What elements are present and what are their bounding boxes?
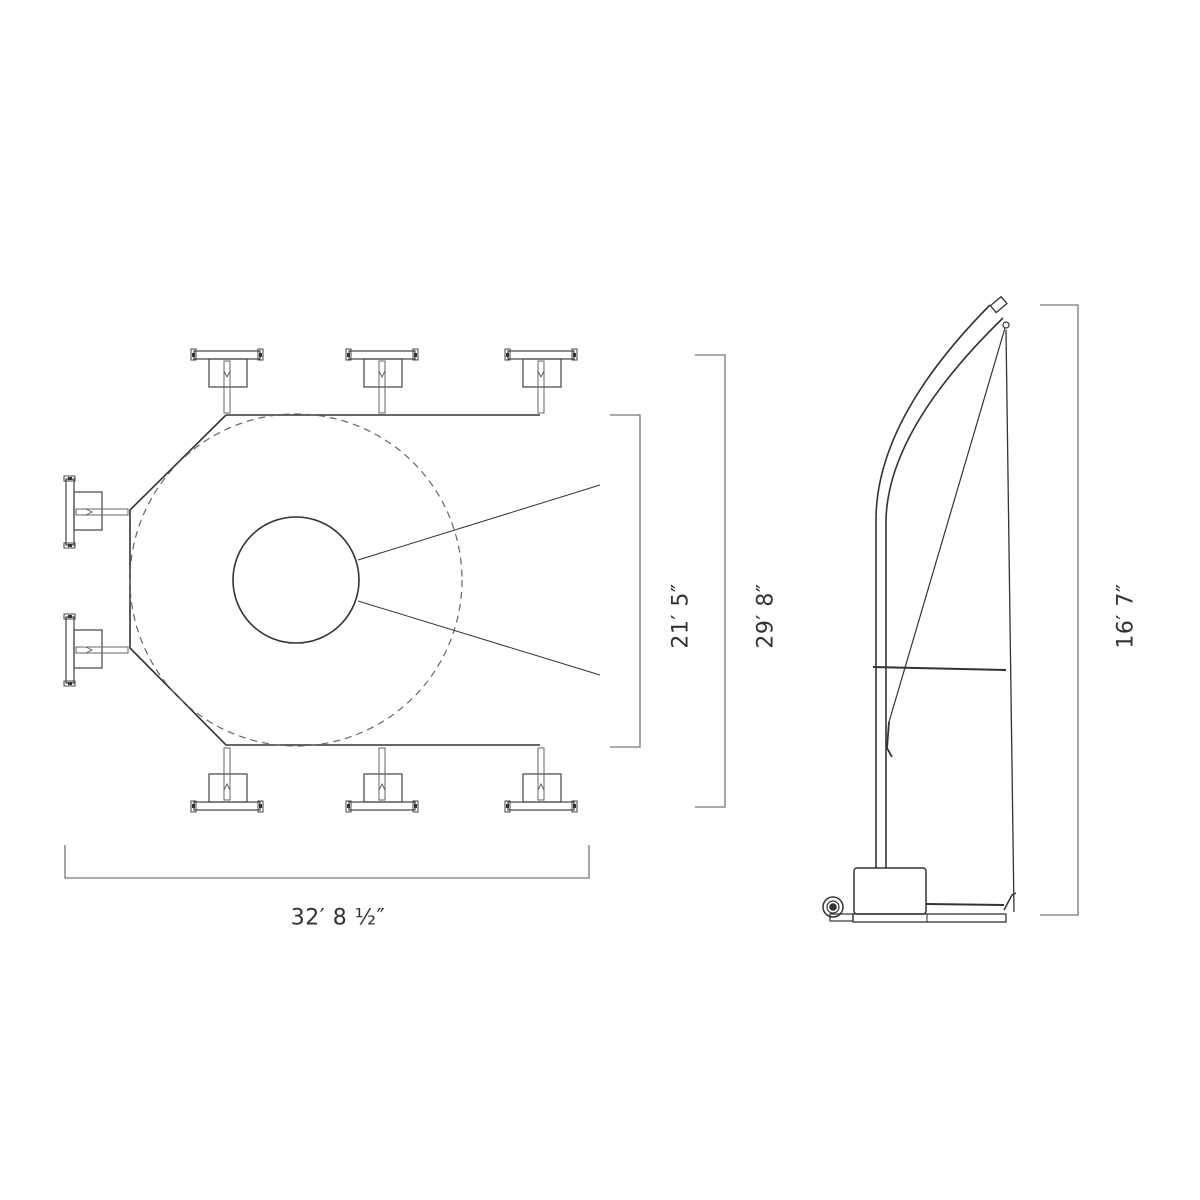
sight-line-lower	[357, 600, 601, 676]
sight-line-upper	[357, 484, 601, 561]
footprint-circle	[129, 413, 463, 747]
fixture-bottom-3	[504, 747, 578, 813]
side-elevation	[822, 295, 1017, 923]
wheel	[822, 896, 844, 918]
dim-overall-depth	[695, 354, 726, 808]
center-disc	[232, 516, 360, 644]
fixture-bottom-1	[190, 747, 264, 813]
fixture-left-1	[63, 475, 129, 549]
frame-outline	[129, 414, 540, 746]
cable-vertical	[1005, 329, 1015, 913]
dim-height	[1040, 304, 1079, 916]
base-block	[853, 867, 927, 915]
cable-diagonal	[888, 327, 1006, 723]
fixture-top-1	[190, 348, 264, 414]
pulley	[1002, 321, 1010, 329]
rear-latch	[1003, 892, 1017, 911]
wheel-mount	[829, 913, 854, 922]
plan-view	[129, 413, 601, 747]
fixture-left-2	[63, 613, 129, 687]
label-height: 16′ 7″	[1113, 583, 1139, 649]
label-overall-width: 32′ 8 ½″	[290, 905, 386, 931]
fixture-top-3	[504, 348, 578, 414]
dimension-lines-plan	[64, 354, 726, 879]
tie-horizontal	[872, 666, 1007, 671]
fixture-bottom-2	[345, 747, 419, 813]
arm-outer	[875, 304, 991, 868]
arm-cap	[989, 295, 1008, 314]
arm-inner	[885, 317, 1004, 868]
label-inner-depth: 21′ 5″	[668, 583, 694, 649]
dim-inner-depth	[610, 414, 641, 748]
cable-hook	[886, 721, 893, 758]
base-plate	[852, 913, 1007, 923]
fixture-top-2	[345, 348, 419, 414]
label-overall-depth: 29′ 8″	[753, 583, 779, 649]
base-rail	[925, 903, 1005, 906]
dim-overall-width	[64, 845, 590, 879]
